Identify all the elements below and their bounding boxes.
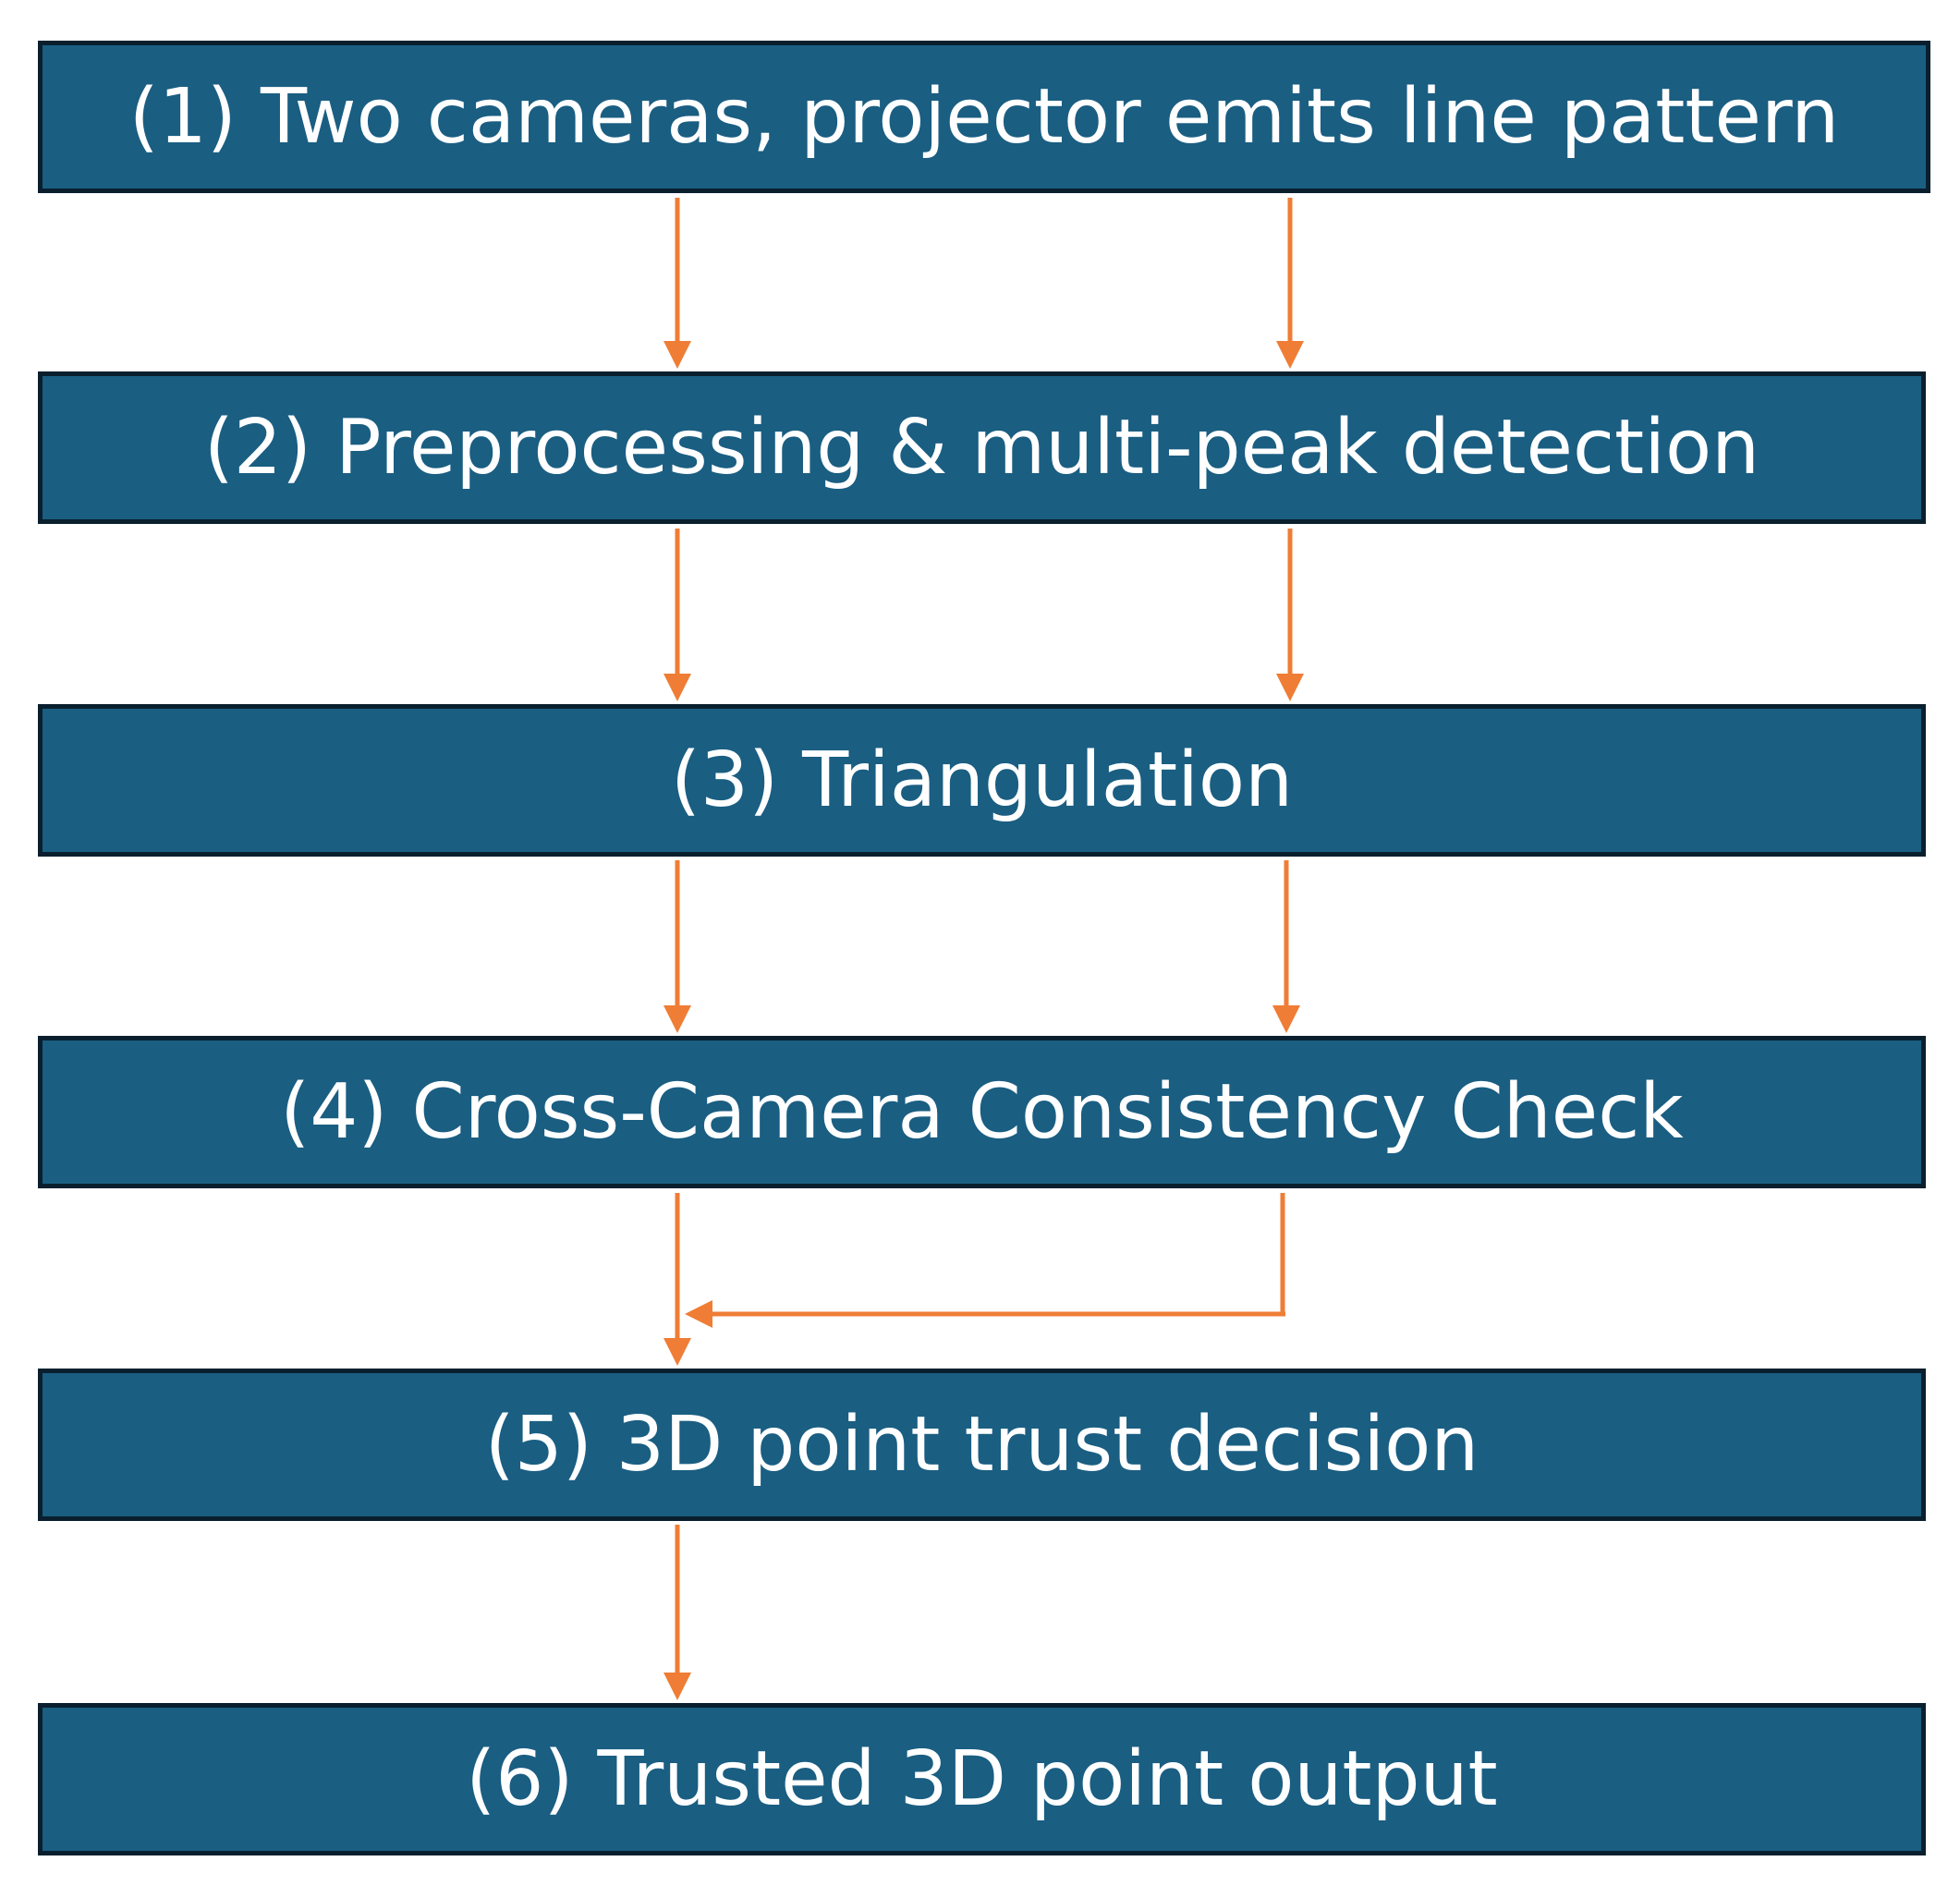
- step-2-box: (2) Preprocessing & multi-peak detection: [38, 371, 1926, 524]
- step-3-box: (3) Triangulation: [38, 704, 1926, 857]
- step-5-box: (5) 3D point trust decision: [38, 1369, 1926, 1521]
- step-2-label: (2) Preprocessing & multi-peak detection: [203, 404, 1760, 492]
- step-6-box: (6) Trusted 3D point output: [38, 1703, 1926, 1855]
- step-3-label: (3) Triangulation: [670, 736, 1294, 824]
- step-6-label: (6) Trusted 3D point output: [466, 1735, 1498, 1823]
- step-4-label: (4) Cross-Camera Consistency Check: [280, 1068, 1684, 1156]
- step-1-label: (1) Two cameras, projector emits line pa…: [128, 73, 1840, 161]
- step-5-label: (5) 3D point trust decision: [484, 1401, 1479, 1489]
- step-1-box: (1) Two cameras, projector emits line pa…: [38, 41, 1930, 193]
- step-4-box: (4) Cross-Camera Consistency Check: [38, 1036, 1926, 1188]
